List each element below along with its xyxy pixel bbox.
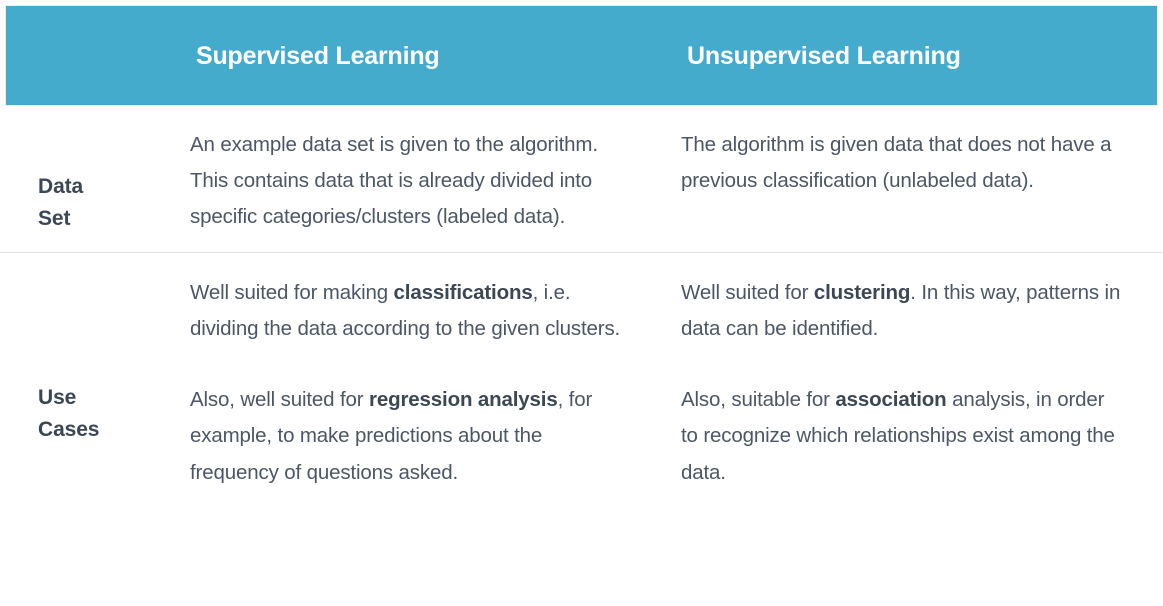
row-label-data-set: Data Set (0, 127, 190, 235)
paragraph: Well suited for clustering. In this way,… (681, 275, 1123, 347)
cell-data-set-supervised: An example data set is given to the algo… (190, 127, 681, 235)
cell-use-cases-supervised: Well suited for making classifications, … (190, 275, 681, 490)
body-text: Well suited for (681, 281, 814, 305)
paragraph: Also, well suited for regression analysi… (190, 382, 623, 490)
cell-data-set-unsupervised: The algorithm is given data that does no… (681, 127, 1163, 199)
table-row-data-set: Data Set An example data set is given to… (0, 106, 1163, 252)
paragraph: An example data set is given to the algo… (190, 127, 623, 235)
row-label-line-2: Set (38, 206, 71, 230)
row-label-use-cases: Use Cases (0, 275, 190, 446)
cell-use-cases-unsupervised: Well suited for clustering. In this way,… (681, 275, 1163, 490)
table-body: Data Set An example data set is given to… (0, 106, 1163, 491)
column-header-unsupervised-learning: Unsupervised Learning (687, 41, 961, 70)
table-row-use-cases: Use Cases Well suited for making classif… (0, 252, 1163, 490)
column-header-supervised-learning: Supervised Learning (196, 41, 440, 70)
body-text: Also, suitable for (681, 388, 836, 412)
emphasis-text: classifications (393, 281, 533, 305)
table-header-row: Supervised Learning Unsupervised Learnin… (5, 5, 1158, 106)
row-label-line-1: Data (38, 175, 84, 198)
body-text: Well suited for making (190, 281, 394, 305)
body-text: , for example, to make predictions about… (190, 388, 593, 484)
row-label-line-2: Cases (38, 418, 100, 442)
paragraph: Also, suitable for association analysis,… (681, 382, 1123, 490)
body-text: An example data set is given to the algo… (190, 133, 598, 229)
emphasis-text: regression analysis (369, 388, 558, 412)
emphasis-text: association (835, 388, 947, 412)
body-text: . In this way, patterns in data can be i… (681, 281, 1121, 341)
paragraph: The algorithm is given data that does no… (681, 127, 1123, 199)
paragraph: Well suited for making classifications, … (190, 275, 623, 347)
body-text: The algorithm is given data that does no… (681, 133, 1112, 193)
emphasis-text: clustering (813, 281, 911, 305)
body-text: analysis, in order to recognize which re… (681, 388, 1115, 484)
row-label-line-1: Use (38, 386, 77, 410)
body-text: Also, well suited for (190, 388, 369, 412)
body-text: , i.e. dividing the data according to th… (190, 281, 621, 341)
